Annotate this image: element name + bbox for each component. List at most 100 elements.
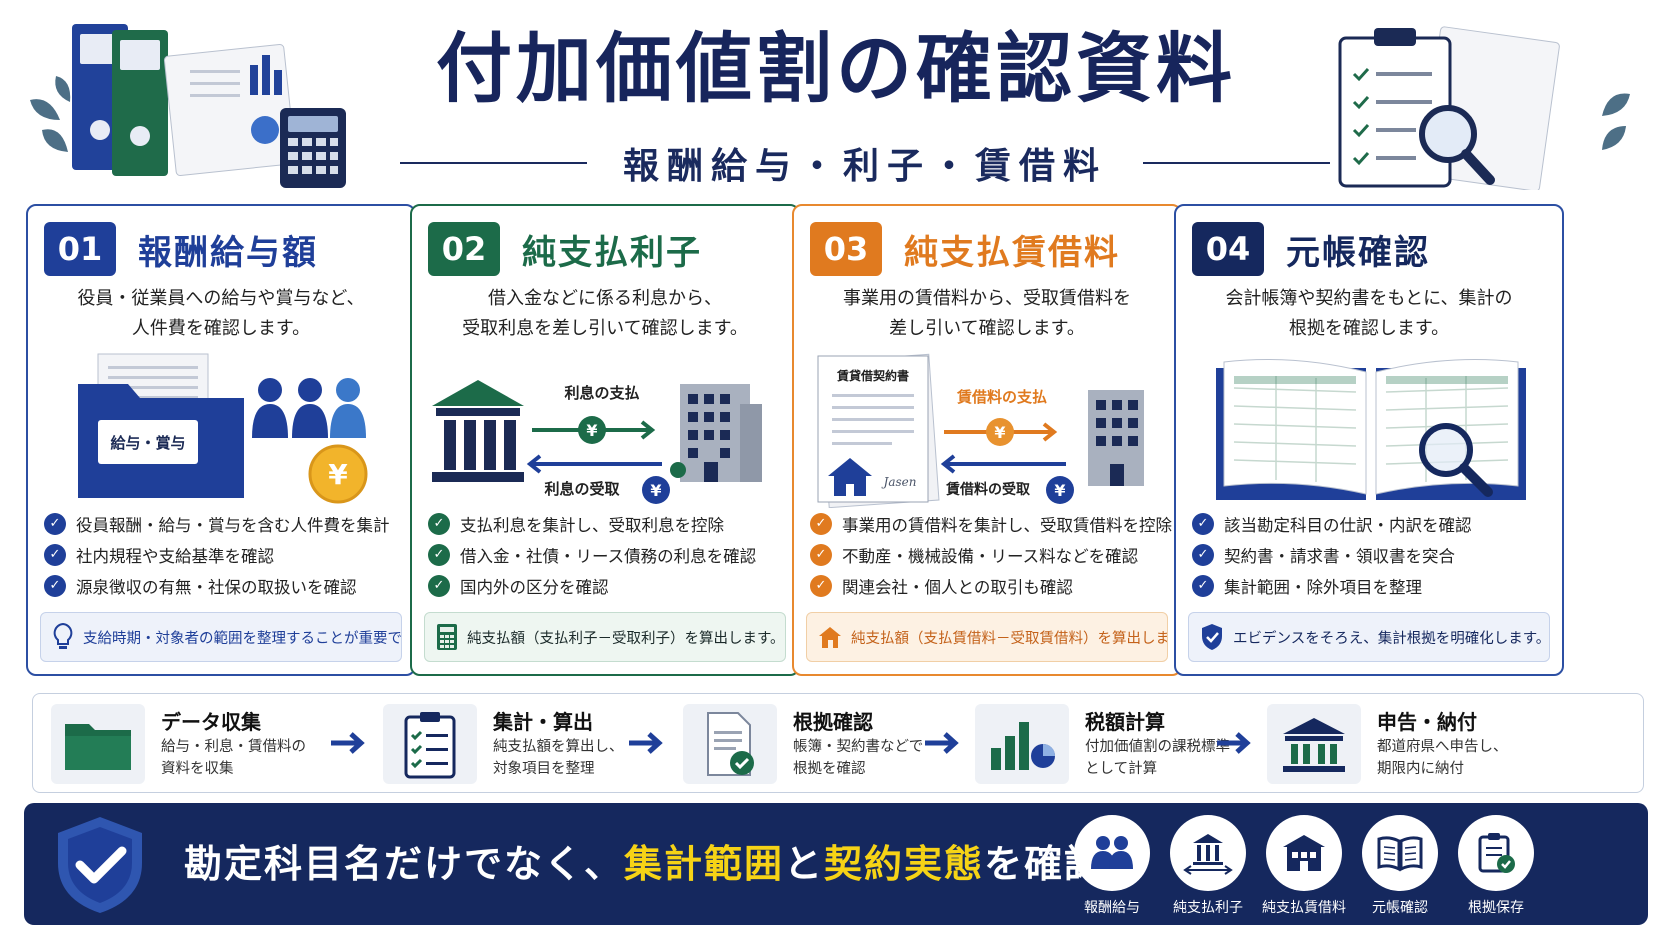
- card-salary-title: 報酬給与額: [138, 232, 318, 273]
- card-interest-note: 純支払額（支払利子－受取利子）を算出します。: [424, 612, 786, 662]
- checklist-item: ✓ 役員報酬・給与・賞与を含む人件費を集計: [44, 508, 408, 539]
- check-icon: ✓: [1192, 543, 1214, 566]
- check-icon: ✓: [810, 512, 832, 535]
- checklist-item: ✓ 契約書・請求書・領収書を突合: [1192, 539, 1556, 570]
- flow-step-desc: 付加価値割の課税標準: [1085, 739, 1230, 755]
- banner-icon-label: 元帳確認: [1372, 900, 1428, 916]
- card-ledger-desc-line2: 根拠を確認します。: [1288, 318, 1450, 339]
- check-icon: ✓: [810, 543, 832, 566]
- banner-icon-archive: 根拠保存: [1450, 815, 1542, 917]
- flow-step-file-pay: 申告・納付 都道府県へ申告し、 期限内に納付: [1267, 704, 1508, 784]
- people-icon: ¥: [252, 378, 368, 504]
- card-interest: 02 純支払利子 借入金などに係る利息から、 受取利息を差し引いて確認します。 …: [410, 204, 800, 676]
- flow-step-aggregate: 集計・算出 純支払額を算出し、 対象項目を整理: [383, 704, 624, 784]
- check-icon: ✓: [428, 512, 450, 535]
- card-ledger-desc-line1: 会計帳簿や契約書をもとに、集計の: [1225, 288, 1513, 309]
- rent-pay-label: 賃借料の支払: [956, 388, 1047, 406]
- card-rent-number: 03: [810, 222, 882, 276]
- checklist-item-text: 役員報酬・給与・賞与を含む人件費を集計: [76, 515, 390, 535]
- checklist-item-text: 集計範囲・除外項目を整理: [1224, 577, 1422, 597]
- check-icon: ✓: [428, 543, 450, 566]
- card-interest-desc-line1: 借入金などに係る利息から、: [488, 288, 722, 309]
- checklist-item-text: 支払利息を集計し、受取利息を控除: [460, 515, 724, 535]
- flow-step-desc: 給与・利息・賃借料の: [161, 739, 306, 755]
- banner-icon-interest: 純支払利子: [1162, 815, 1254, 917]
- card-salary-description: 役員・従業員への給与や賞与など、 人件費を確認します。: [38, 284, 404, 344]
- card-rent-illustration: 賃貸借契約書 Jasen 賃借料の支払 ¥ 賃借料の受取 ¥: [804, 348, 1170, 508]
- card-rent-desc-line2: 差し引いて確認します。: [889, 318, 1085, 339]
- check-icon: ✓: [428, 574, 450, 597]
- checklist-item-text: 事業用の賃借料を集計し、受取賃借料を控除: [842, 515, 1172, 535]
- checklist-item: ✓ 支払利息を集計し、受取利息を控除: [428, 508, 792, 539]
- card-ledger: 04 元帳確認 会計帳簿や契約書をもとに、集計の 根拠を確認します。 ✓該当勘定…: [1174, 204, 1564, 676]
- card-interest-checklist: ✓支払利息を集計し、受取利息を控除 ✓借入金・社債・リース債務の利息を確認 ✓国…: [428, 508, 792, 601]
- contract-to-building-diagram: 賃貸借契約書 Jasen 賃借料の支払 ¥ 賃借料の受取 ¥: [817, 353, 1144, 508]
- open-ledger-icon: [1216, 359, 1526, 500]
- banner-highlight-contract: 契約実態: [824, 842, 985, 886]
- process-flow: データ収集 給与・利息・賃借料の 資料を収集 集計・算出 純支払額を算出し、 対…: [32, 693, 1644, 793]
- card-rent-description: 事業用の賃借料から、受取賃借料を 差し引いて確認します。: [804, 284, 1170, 344]
- flow-step-collect: データ収集 給与・利息・賃借料の 資料を収集: [51, 704, 306, 784]
- banner-message: 勘定科目名だけでなく、集計範囲と契約実態を確認。: [184, 833, 1144, 888]
- subtitle-row: 報酬給与・利子・賃借料: [400, 138, 1331, 188]
- rent-receive-yen: ¥: [1054, 481, 1065, 500]
- check-icon: ✓: [810, 574, 832, 597]
- card-interest-desc-line2: 受取利息を差し引いて確認します。: [462, 318, 748, 339]
- checklist-item: ✓源泉徴収の有無・社保の取扱いを確認: [44, 570, 408, 601]
- checklist-item: ✓ 集計範囲・除外項目を整理: [1192, 570, 1556, 601]
- calculator-icon: [437, 624, 457, 650]
- subtitle-rule-left: [400, 162, 587, 164]
- flow-step-tax-calc: 税額計算 付加価値割の課税標準 として計算: [975, 704, 1230, 784]
- lease-contract-icon: 賃貸借契約書 Jasen: [817, 353, 940, 508]
- card-salary-note: 支給時期・対象者の範囲を整理することが重要です。: [40, 612, 402, 662]
- banner-icon-salary: 報酬給与: [1066, 815, 1158, 917]
- card-ledger-note-text: エビデンスをそろえ、集計根拠を明確化します。: [1233, 630, 1550, 647]
- subtitle-rule-right: [1143, 162, 1331, 164]
- house-icon: [819, 627, 841, 648]
- card-salary-desc-line1: 役員・従業員への給与や賞与など、: [77, 288, 365, 309]
- flow-step-desc: 期限内に納付: [1377, 761, 1464, 777]
- card-salary-header: 01 報酬給与額: [44, 222, 318, 276]
- flow-step-title: 税額計算: [1085, 710, 1165, 734]
- arrow-right-icon: [629, 732, 663, 754]
- rent-receive-label: 賃借料の受取: [945, 481, 1031, 498]
- card-ledger-title: 元帳確認: [1286, 232, 1430, 273]
- lease-contract-title: 賃貸借契約書: [836, 368, 909, 383]
- flow-step-desc: 都道府県へ申告し、: [1377, 739, 1508, 755]
- checklist-item: ✓不動産・機械設備・リース料などを確認: [810, 539, 1174, 570]
- banner-icon-label: 根拠保存: [1468, 900, 1524, 916]
- checklist-item: ✓社内規程や支給基準を確認: [44, 539, 408, 570]
- document-check-icon: [683, 704, 777, 784]
- checklist-item-text: 該当勘定科目の仕訳・内訳を確認: [1224, 515, 1472, 535]
- rental-building-icon: [1088, 390, 1144, 486]
- card-rent-note: 純支払額（支払賃借料－受取賃借料）を算出します。: [806, 612, 1168, 662]
- checklist-item-text: 関連会社・個人との取引も確認: [842, 577, 1073, 597]
- arrow-right-icon: [1217, 732, 1251, 754]
- building-icon: [1266, 815, 1342, 891]
- flow-step-title: 根拠確認: [793, 710, 873, 734]
- clipboard-check-icon: [1458, 815, 1534, 891]
- page-title: 付加価値割の確認資料: [436, 24, 1236, 113]
- card-rent-header: 03 純支払賃借料: [810, 222, 1120, 276]
- government-building-icon: [1267, 704, 1361, 784]
- banner-icon-label: 報酬給与: [1084, 900, 1140, 916]
- office-building-icon: [670, 384, 762, 482]
- interest-pay-yen: ¥: [586, 421, 597, 440]
- check-icon: ✓: [44, 512, 66, 535]
- flow-step-desc: 資料を収集: [161, 761, 234, 777]
- salary-folder-icon: 給与・賞与: [78, 353, 244, 498]
- card-rent: 03 純支払賃借料 事業用の賃借料から、受取賃借料を 差し引いて確認します。 賃…: [792, 204, 1182, 676]
- arrow-right-icon: [331, 732, 365, 754]
- checklist-item: ✓ 関連会社・個人との取引も確認: [810, 570, 1174, 601]
- card-interest-number: 02: [428, 222, 500, 276]
- card-ledger-note: エビデンスをそろえ、集計根拠を明確化します。: [1188, 612, 1550, 662]
- checklist-item-text: 契約書・請求書・領収書を突合: [1224, 546, 1455, 566]
- banner-icon-label: 純支払賃借料: [1262, 900, 1346, 916]
- checklist-item-text: 国内外の区分を確認: [460, 577, 609, 597]
- card-interest-title: 純支払利子: [522, 232, 702, 273]
- banner-text-part: と: [784, 842, 825, 886]
- check-icon: ✓: [1192, 574, 1214, 597]
- card-salary-illustration: 給与・賞与 ¥: [38, 348, 404, 508]
- card-rent-note-text: 純支払額（支払賃借料－受取賃借料）を算出します。: [851, 630, 1168, 647]
- flow-step-title: 申告・納付: [1377, 710, 1477, 734]
